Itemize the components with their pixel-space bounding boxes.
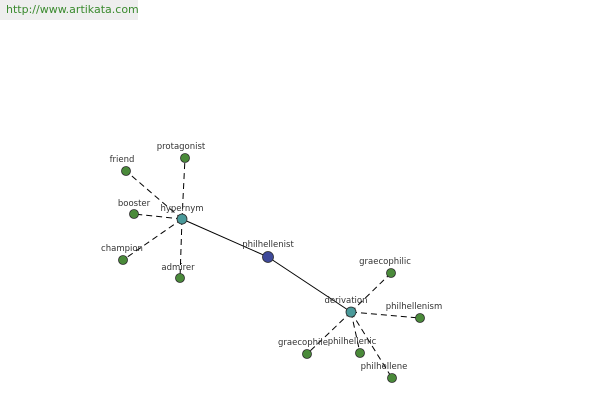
node-derivation[interactable] <box>345 306 357 318</box>
source-url-link[interactable]: http://www.artikata.com <box>0 0 139 20</box>
labels-layer: philhellenist hypernym derivation friend pro… <box>101 142 442 372</box>
edge-hypernym-champion <box>122 218 183 261</box>
node-booster[interactable] <box>129 209 139 219</box>
edge-derivation-philhellenism <box>350 311 421 319</box>
node-label-admirer[interactable]: admirer <box>161 263 195 273</box>
node-hypernym[interactable] <box>176 213 188 225</box>
node-label-philhellenism[interactable]: philhellenism <box>386 302 443 312</box>
edge-derivation-graecophile <box>306 311 352 355</box>
edge-hypernym-booster <box>133 213 183 220</box>
node-label-philhellenic[interactable]: philhellenic <box>328 337 377 347</box>
node-philhellenic[interactable] <box>355 348 365 358</box>
node-champion[interactable] <box>118 255 128 265</box>
edge-derivation-philhellenic <box>350 311 361 354</box>
node-label-protagonist[interactable]: protagonist <box>157 142 206 152</box>
node-graecophile[interactable] <box>302 349 312 359</box>
node-label-philhellenist[interactable]: philhellenist <box>242 240 294 250</box>
node-admirer[interactable] <box>175 273 185 283</box>
node-label-graecophile[interactable]: graecophile <box>278 338 328 348</box>
node-label-philhellene[interactable]: philhellene <box>361 362 408 372</box>
nodes-layer <box>118 153 425 383</box>
node-friend[interactable] <box>121 166 131 176</box>
node-label-booster[interactable]: booster <box>118 199 151 209</box>
node-philhellenist[interactable] <box>262 251 274 263</box>
edge-hypernym-friend <box>125 170 183 220</box>
node-label-graecophilic[interactable]: graecophilic <box>359 257 411 267</box>
node-philhellenism[interactable] <box>415 313 425 323</box>
node-graecophilic[interactable] <box>386 268 396 278</box>
edge-philhellenist-derivation <box>267 256 352 313</box>
edge-hypernym-philhellenist <box>181 218 269 258</box>
node-label-friend[interactable]: friend <box>110 155 135 165</box>
node-label-hypernym[interactable]: hypernym <box>160 204 203 214</box>
node-label-champion[interactable]: champion <box>101 244 143 254</box>
node-label-derivation[interactable]: derivation <box>324 296 367 306</box>
node-philhellene[interactable] <box>387 373 397 383</box>
node-protagonist[interactable] <box>180 153 190 163</box>
edge-derivation-philhellene <box>350 311 393 379</box>
edges-layer <box>122 157 421 379</box>
edge-hypernym-protagonist <box>181 157 186 220</box>
